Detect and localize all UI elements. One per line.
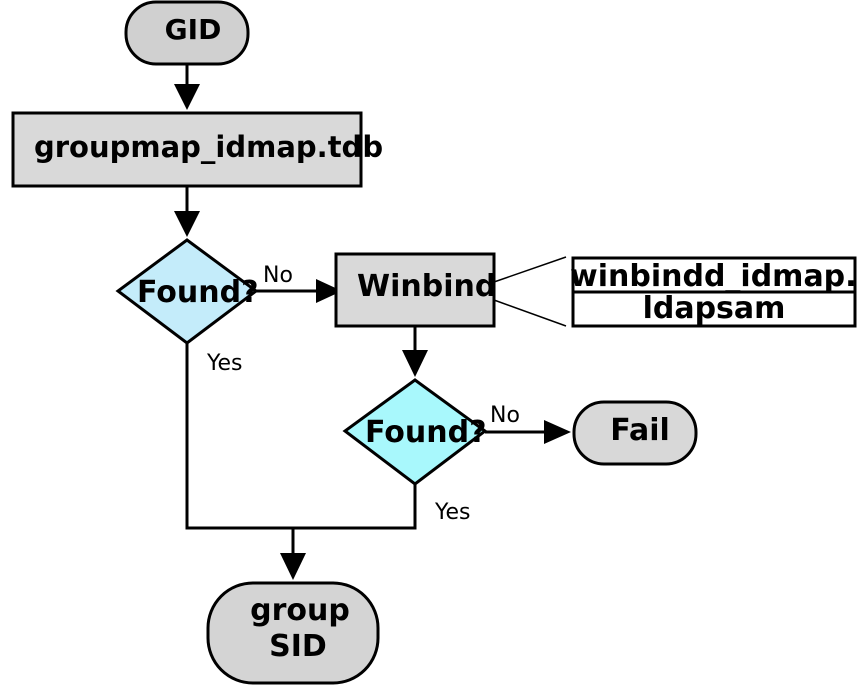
- node-gid-label: GID: [165, 13, 222, 46]
- node-group-sid: group SID: [206, 581, 380, 685]
- arrowhead: [174, 84, 200, 110]
- edge-found2-no-label: No: [490, 403, 520, 428]
- node-winbind: Winbind: [334, 252, 496, 328]
- node-found2: Found?: [342, 378, 488, 486]
- edge-gid-to-groupmap: [174, 64, 200, 110]
- node-group-sid-line1: group: [250, 593, 350, 628]
- node-backends: winbindd_idmap. ldapsam: [570, 256, 857, 328]
- arrowhead: [544, 420, 571, 444]
- node-gid: GID: [124, 0, 250, 66]
- edge-found2-no: No: [485, 403, 571, 444]
- edge-merge-to-group-sid: [280, 528, 306, 580]
- node-found1: Found?: [115, 238, 259, 345]
- edge-found2-yes: Yes: [293, 484, 471, 530]
- backend-row-winbindd-idmap: winbindd_idmap.: [570, 259, 857, 294]
- node-group-sid-line2: SID: [269, 629, 327, 664]
- edge-found1-yes: Yes: [185, 343, 293, 530]
- edge-found1-yes-label: Yes: [206, 351, 243, 376]
- arrowhead: [174, 211, 200, 237]
- edge-found1-no: No: [256, 263, 342, 303]
- node-found2-label: Found?: [365, 415, 486, 450]
- node-groupmap: groupmap_idmap.tdb: [11, 111, 383, 188]
- edge-groupmap-to-found1: [174, 186, 200, 237]
- edge-found1-no-label: No: [263, 263, 293, 288]
- node-fail-label: Fail: [610, 413, 670, 448]
- edge-winbind-to-found2: [402, 326, 428, 377]
- backend-row-ldapsam: ldapsam: [643, 291, 786, 326]
- arrowhead: [402, 350, 428, 377]
- node-groupmap-label: groupmap_idmap.tdb: [34, 130, 383, 164]
- node-winbind-label: Winbind: [357, 269, 496, 304]
- arrowhead: [316, 279, 342, 303]
- node-found1-label: Found?: [137, 275, 258, 310]
- arrowhead: [280, 553, 306, 580]
- edge-found2-yes-label: Yes: [434, 500, 471, 525]
- winbind-backend-connector: [493, 256, 567, 327]
- node-fail: Fail: [572, 400, 698, 466]
